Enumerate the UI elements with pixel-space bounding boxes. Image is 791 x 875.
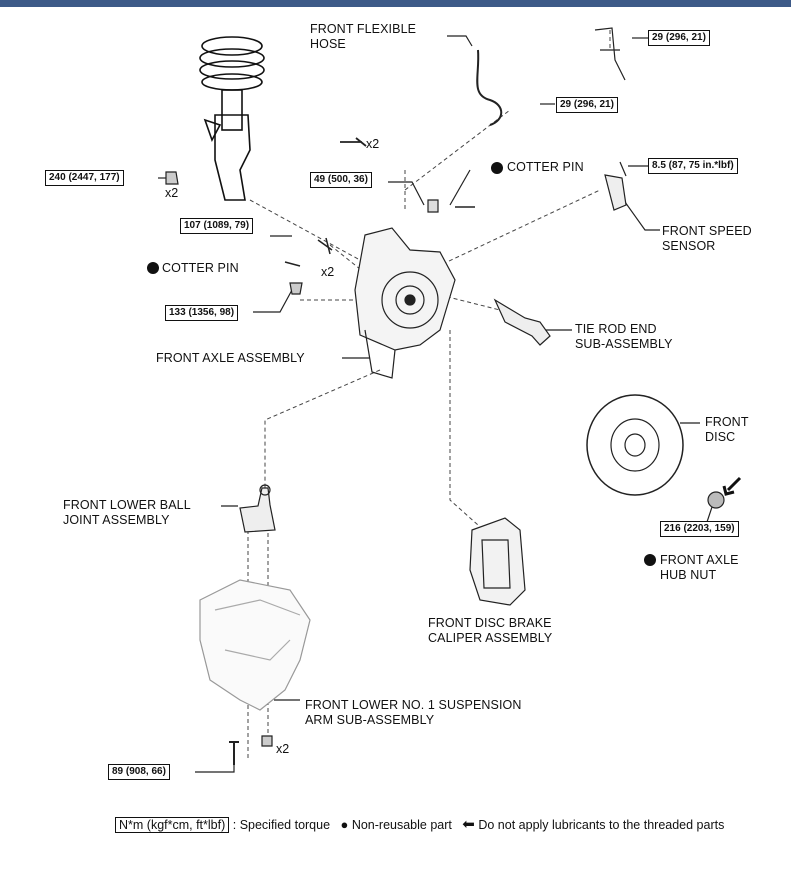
label-tie-rod-end: TIE ROD END SUB-ASSEMBLY [575, 322, 673, 352]
label-line: HUB NUT [660, 568, 717, 582]
header-bar [0, 0, 791, 7]
label-cotter-pin-left: COTTER PIN [162, 261, 239, 275]
label-front-disc: FRONT DISC [705, 415, 749, 445]
label-cotter-pin-right: COTTER PIN [507, 160, 584, 174]
label-line: FRONT LOWER NO. 1 SUSPENSION [305, 698, 522, 712]
multiplier-bolts: x2 [366, 137, 380, 151]
legend-no-lube: Do not apply lubricants to the threaded … [478, 818, 725, 832]
left-arrow-icon: ⬅ [462, 816, 475, 833]
multiplier-cotter: x2 [321, 265, 335, 279]
label-hub-nut: FRONT AXLE HUB NUT [660, 553, 739, 583]
nonreusable-dot-1 [491, 162, 503, 174]
label-line: FRONT SPEED [662, 224, 752, 238]
label-brake-caliper: FRONT DISC BRAKE CALIPER ASSEMBLY [428, 616, 552, 646]
torque-lower-arm-bolt: 89 (908, 66) [108, 764, 170, 780]
label-line: SENSOR [662, 239, 716, 253]
filled-circle-icon: ● [340, 817, 349, 832]
label-line: FRONT [705, 415, 749, 429]
torque-castle-nut: 133 (1356, 98) [165, 305, 239, 321]
label-line: CALIPER ASSEMBLY [428, 631, 553, 645]
legend-torque-unit: N*m (kgf*cm, ft*lbf) [115, 817, 230, 833]
torque-strut-nut: 240 (2447, 177) [45, 170, 124, 186]
label-line: FRONT LOWER BALL [63, 498, 191, 512]
torque-speed-sensor: 8.5 (87, 75 in.*lbf) [648, 158, 738, 174]
torque-hub-nut: 216 (2203, 159) [660, 521, 739, 537]
torque-hose-clip: 49 (500, 36) [310, 172, 372, 188]
legend-torque-desc: : Specified torque [232, 818, 331, 832]
nonreusable-dot-3 [644, 554, 656, 566]
label-line: FRONT DISC BRAKE [428, 616, 552, 630]
label-flexible-hose: FRONT FLEXIBLE HOSE [310, 22, 416, 52]
label-line: FRONT FLEXIBLE [310, 22, 417, 36]
torque-knuckle-bolt: 107 (1089, 79) [180, 218, 254, 234]
multiplier-strut-nut: x2 [165, 186, 179, 200]
multiplier-arm-nut: x2 [276, 742, 290, 756]
torque-hose-bracket-mid: 29 (296, 21) [556, 97, 618, 113]
legend-nonreusable: Non-reusable part [351, 818, 452, 832]
label-line: DISC [705, 430, 736, 444]
label-line: JOINT ASSEMBLY [63, 513, 170, 527]
label-lower-arm: FRONT LOWER NO. 1 SUSPENSION ARM SUB-ASS… [305, 698, 522, 728]
label-line: TIE ROD END [575, 322, 657, 336]
legend: N*m (kgf*cm, ft*lbf) : Specified torque … [115, 817, 724, 833]
label-front-axle-assembly: FRONT AXLE ASSEMBLY [156, 351, 305, 365]
label-line: ARM SUB-ASSEMBLY [305, 713, 435, 727]
label-line: SUB-ASSEMBLY [575, 337, 673, 351]
label-lower-ball-joint: FRONT LOWER BALL JOINT ASSEMBLY [63, 498, 191, 528]
label-speed-sensor: FRONT SPEED SENSOR [662, 224, 752, 254]
nonreusable-dot-2 [147, 262, 159, 274]
torque-hose-bracket-top: 29 (296, 21) [648, 30, 710, 46]
label-line: FRONT AXLE [660, 553, 739, 567]
label-line: HOSE [310, 37, 346, 51]
